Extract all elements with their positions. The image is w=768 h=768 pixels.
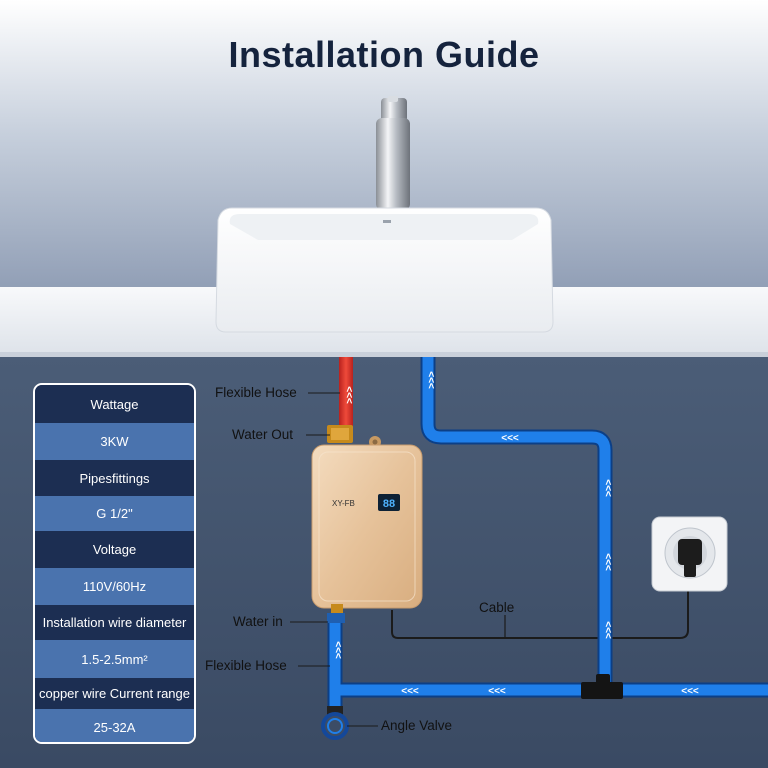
spec-value: 25-32A [35, 709, 194, 742]
spec-label: Wattage [35, 385, 194, 423]
spec-value: 110V/60Hz [35, 568, 194, 605]
hot-water-pipe [339, 357, 353, 430]
power-socket-icon [651, 516, 728, 592]
faucet-icon [376, 96, 410, 210]
callout-flexible-hose-top: Flexible Hose [215, 385, 297, 400]
spec-label: Voltage [35, 531, 194, 568]
spec-value: 3KW [35, 423, 194, 460]
countertop-edge [0, 352, 768, 357]
callout-angle-valve: Angle Valve [381, 718, 453, 733]
callout-cable: Cable [479, 600, 515, 615]
spec-value: 1.5-2.5mm² [35, 640, 194, 678]
cold-water-pipes [327, 357, 768, 710]
spec-label: Installation wire diameter [35, 605, 194, 640]
water-heater [311, 425, 423, 623]
angle-valve-icon [321, 706, 378, 740]
page-title: Installation Guide [228, 34, 540, 75]
callout-water-in: Water in [233, 614, 283, 629]
spec-label: copper wire Current range [35, 678, 194, 709]
callout-water-out: Water Out [232, 427, 294, 442]
spec-value: G 1/2" [35, 496, 194, 531]
power-cable [391, 565, 689, 639]
spec-label: Pipesfittings [35, 460, 194, 496]
sink-basin [215, 207, 554, 333]
callout-flexible-hose-bottom: Flexible Hose [205, 658, 287, 673]
pipe-tee-icon [581, 674, 623, 699]
